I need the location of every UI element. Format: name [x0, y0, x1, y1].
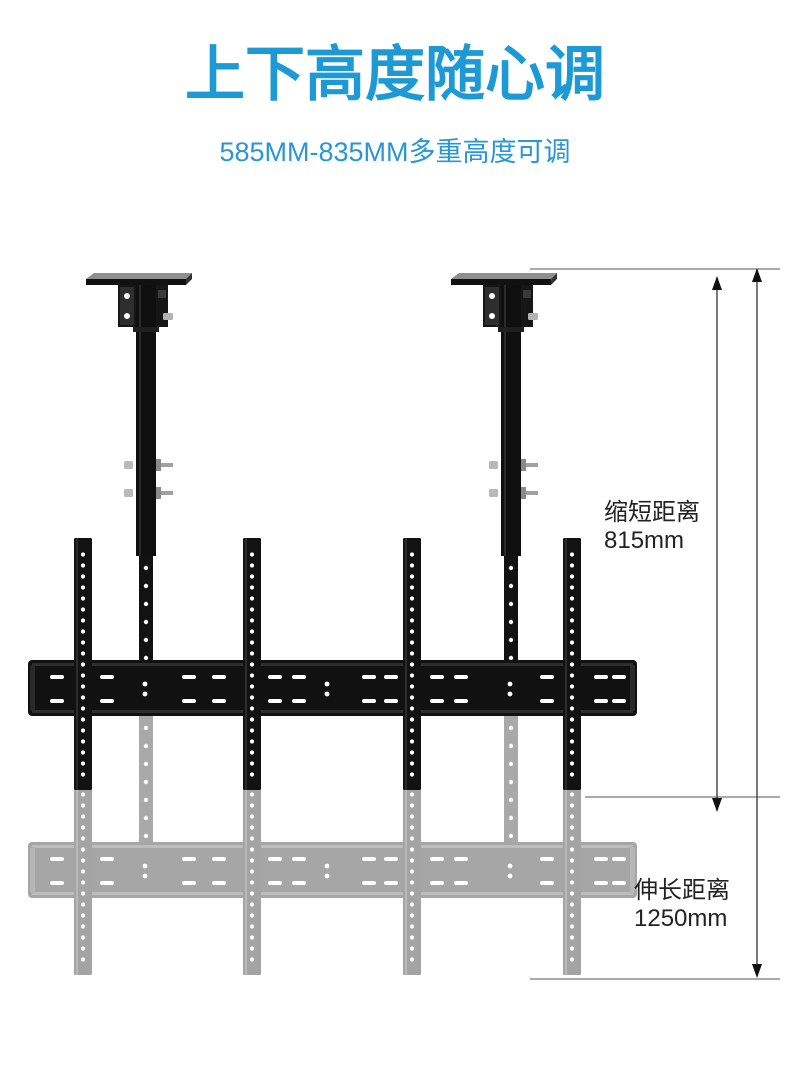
dimension-arrow-shortened	[712, 276, 722, 812]
vertical-bracket-retracted-1	[74, 538, 92, 790]
ceiling-pole-left	[86, 273, 192, 660]
height-range-subtitle: 585MM-835MM多重高度可调	[219, 137, 571, 167]
shortened-label-text: 缩短距离	[604, 499, 700, 526]
dimension-label-shortened: 缩短距离 815mm	[604, 499, 700, 555]
crossbar-retracted	[28, 660, 637, 716]
vertical-bracket-retracted-2	[243, 538, 261, 790]
ceiling-pole-right	[451, 273, 557, 660]
dimension-label-extended: 伸长距离 1250mm	[634, 877, 730, 933]
dimension-lines	[530, 268, 780, 980]
shortened-value-text: 815mm	[604, 527, 685, 554]
arrowhead-up-icon	[752, 268, 762, 282]
arrowhead-up-icon	[712, 276, 722, 290]
arrowhead-down-icon	[712, 798, 722, 812]
arrowhead-down-icon	[752, 964, 762, 978]
extended-value-text: 1250mm	[634, 905, 728, 932]
crossbar-extended	[28, 842, 637, 898]
vertical-bracket-retracted-3	[403, 538, 421, 790]
mount-extended-position	[28, 716, 637, 975]
vertical-bracket-retracted-4	[563, 538, 581, 790]
extended-inner-pole-right	[504, 716, 518, 842]
mount-retracted-position	[28, 273, 637, 790]
extended-inner-pole-left	[139, 716, 153, 842]
extended-label-text: 伸长距离	[634, 877, 730, 904]
dimension-arrow-extended	[752, 268, 762, 978]
page-title: 上下高度随心调	[185, 41, 605, 108]
